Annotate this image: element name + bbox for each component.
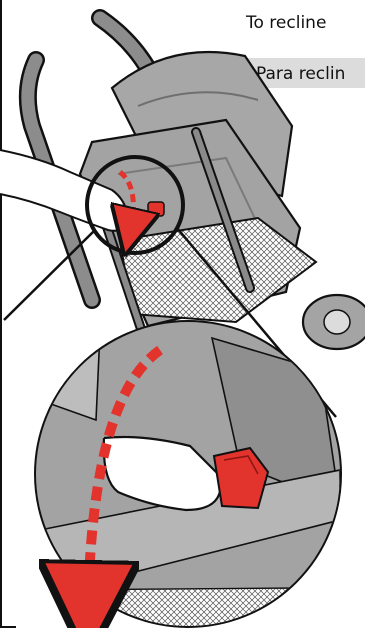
recline-detail-circle <box>34 320 354 628</box>
recline-strap-small <box>148 202 164 216</box>
front-wheel-hub <box>324 310 350 334</box>
stroller-illustration <box>0 18 365 356</box>
detail-panel-left <box>34 320 100 420</box>
